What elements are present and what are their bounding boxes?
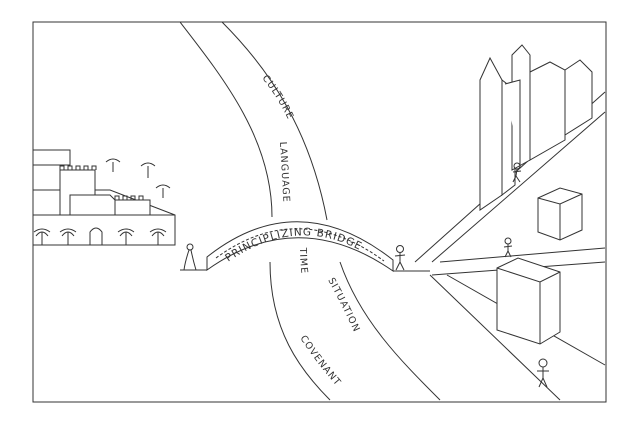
river-left-bank-upper (179, 21, 273, 218)
ancient-city (32, 149, 176, 246)
label-covenant: COVENANT (297, 334, 343, 389)
stick-figure-bridge (394, 245, 406, 271)
stick-figure-lower-road (537, 358, 549, 388)
building-box-lower (496, 257, 561, 345)
stick-figure-upper-road (512, 162, 522, 183)
label-situation: SITUATION (325, 276, 362, 334)
label-culture: CULTURE (260, 73, 296, 121)
river-right-bank-upper (221, 21, 328, 221)
river (179, 21, 441, 401)
label-language: LANGUAGE (277, 141, 291, 203)
skyscrapers (479, 44, 593, 211)
palm-trees (33, 158, 171, 245)
river-right-bank-lower (339, 261, 441, 401)
label-time: TIME (297, 247, 310, 275)
city-gate (89, 227, 103, 246)
ancient-robed-figure (183, 243, 197, 271)
stick-figure-middle-road (503, 237, 513, 258)
building-box-middle (537, 187, 583, 241)
bridge (180, 221, 430, 272)
bridge-railing (215, 228, 385, 262)
river-left-bank-lower (269, 261, 331, 401)
